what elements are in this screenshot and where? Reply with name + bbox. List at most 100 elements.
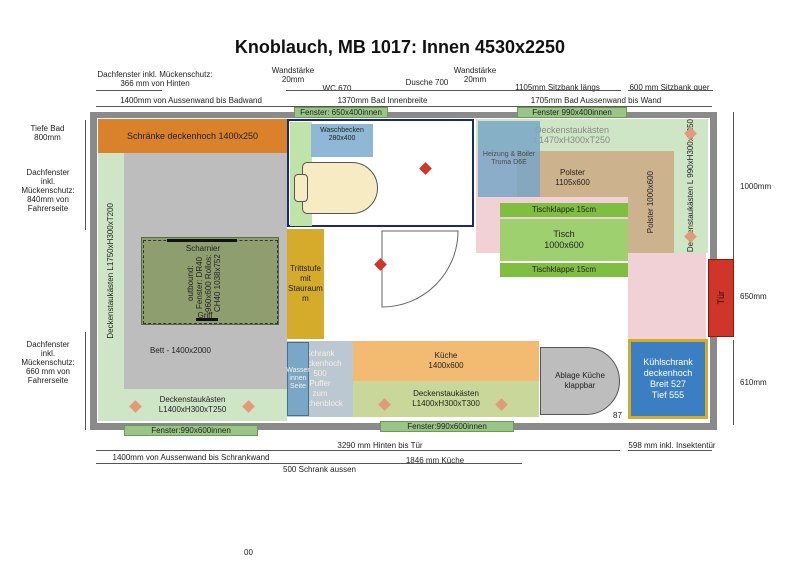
table: Tisch 1000x600 — [500, 219, 628, 261]
ceiling-cabinet-label: Deckenstaukästen — [534, 125, 610, 135]
shelf-label: Ablage Küche — [555, 371, 605, 380]
dim-schrank-aussen: 500 Schrank aussen — [283, 465, 356, 474]
dim-line — [733, 340, 734, 425]
kitchen-label: Küche — [434, 351, 458, 360]
dim-kueche: 1846 mm Küche — [405, 456, 465, 465]
toilet — [302, 162, 378, 214]
dim-text: 800mm — [34, 133, 61, 142]
dim-610: 610mm — [740, 378, 767, 387]
cabinet-label: Schrank — [305, 349, 335, 358]
dim-insektentuer: 598 mm inkl. Insektentür — [628, 441, 716, 450]
dim-text: inkl. — [40, 177, 56, 186]
fridge: Kühlschrank deckenhoch Breit 527 Tief 55… — [628, 339, 708, 419]
dim-line — [96, 90, 162, 91]
cabinet-label: Küchenblock — [297, 399, 343, 408]
dim-line — [352, 463, 522, 464]
window-bottom-left: Fenster:990x600innen — [124, 425, 258, 436]
cabinet-ceiling-high: Schränke deckenhoch 1400x250 — [98, 119, 287, 153]
dim-text: 20mm — [281, 75, 305, 84]
dim-bad-aussenwand-wand: 1705mm Bad Aussenwand bis Wand — [530, 96, 662, 105]
dim-dachfenster-fahrer: Dachfenster inkl. Mückenschutz: 840mm vo… — [18, 168, 78, 213]
ceiling-cabinet-corner — [628, 119, 674, 151]
ceiling-cabinet-size: L1400xH300xT250 — [158, 405, 227, 414]
dim-650: 650mm — [740, 292, 767, 301]
heater-model: Truma D6E — [491, 159, 527, 166]
table-label: Tisch — [553, 229, 575, 239]
cabinet-label: 500 — [313, 369, 327, 378]
handle-bar — [196, 318, 218, 321]
cushion-cross-label: Polster 1000x600 — [646, 170, 655, 234]
dim-line — [628, 90, 713, 91]
window-bottom-mid: Fenster:990x600innen — [380, 421, 514, 432]
outbound-spec: outbound: Fenster: DR40 960x600 Rollos: … — [184, 252, 232, 314]
ceiling-cabinet-left: Deckenstaukästen L1750xH300xT200 — [98, 153, 124, 389]
dim-sitzbank-laengs: 1105mm Sitzbank längs — [515, 83, 600, 92]
dim-line — [85, 332, 86, 430]
toilet-tank — [294, 174, 308, 202]
ceiling-cabinet-bottom-mid: Deckenstaukästen L1400xH300xT300 — [353, 381, 539, 417]
dim-wandstaerke-2: Wandstärke 20mm — [450, 66, 500, 84]
ceiling-cabinet-size: L1400xH300xT300 — [412, 399, 480, 408]
dim-text: Fahrerseite — [27, 376, 69, 385]
dim-dusche: Dusche 700 — [405, 78, 449, 87]
dim-text: Dachfenster inkl. Mückenschutz: — [97, 70, 213, 79]
cabinet-label: Puffer — [309, 379, 331, 388]
step-storage: Trittstufe mit Stauraum m — [287, 229, 324, 339]
cushion-label: Polster — [560, 168, 585, 177]
wash-basin-label: Waschbecken — [320, 127, 364, 134]
page-title: Knoblauch, MB 1017: Innen 4530x2250 — [234, 37, 566, 57]
dim-dachfenster-660: Dachfenster inkl. Mückenschutz: 660 mm v… — [18, 340, 78, 385]
dim-text: Mückenschutz: — [21, 358, 75, 367]
entry-door-label: Tür — [716, 291, 726, 305]
dim-line — [85, 120, 86, 230]
dim-aussenwand-badwand: 1400mm von Aussenwand bis Badwand — [120, 96, 262, 105]
dim-text: Wandstärke — [271, 66, 315, 75]
dim-text: Dachfenster — [26, 340, 70, 349]
dim-text: inkl. — [40, 349, 56, 358]
dim-line — [96, 463, 286, 464]
kitchen: Küche 1400x600 — [353, 341, 539, 381]
water-label: Wasser — [286, 367, 310, 374]
dim-text: 840mm von — [27, 195, 69, 204]
handle-label: Griff — [197, 311, 213, 320]
dim-dachfenster-hinten: Dachfenster inkl. Mückenschutz: 366 mm v… — [95, 70, 215, 88]
fridge-label: Kühlschrank — [643, 357, 693, 367]
table-flap-top: Tischklappe 15cm — [500, 203, 628, 217]
water-label: innen — [289, 375, 307, 382]
dim-bad-innenbreite: 1370mm Bad Innenbreite — [337, 96, 428, 105]
kitchen-shelf-foldable: Ablage Küche klappbar — [540, 347, 620, 415]
hinge-label: Scharnier — [185, 244, 221, 253]
dim-line — [733, 112, 734, 262]
dim-line — [476, 90, 621, 91]
cabinet-label: deckenhoch — [298, 359, 342, 368]
window-top-right: Fenster 990x400innen — [517, 107, 627, 118]
dim-wandstaerke-1: Wandstärke 20mm — [268, 66, 318, 84]
wash-basin-size: 280x400 — [328, 135, 356, 142]
step-label: mit — [300, 274, 311, 283]
cabinet-label: zum — [312, 389, 328, 398]
table-size: 1000x600 — [544, 240, 584, 250]
step-label: Stauraum — [288, 284, 323, 293]
ceiling-cabinet-label: Deckenstaukästen — [159, 395, 226, 404]
step-label: Trittstufe — [290, 264, 321, 273]
dim-87: 87 — [613, 411, 622, 420]
dim-line — [286, 463, 352, 464]
ceiling-cabinet-bottom-left: Deckenstaukästen L1400xH300xT250 — [98, 389, 287, 421]
cushion-cross: Polster 1000x600 — [628, 151, 674, 253]
dim-text: Dachfenster — [26, 168, 70, 177]
water-label: Seite — [290, 383, 306, 390]
heater-boiler: Heizung & Boiler Truma D6E — [478, 121, 540, 197]
water-tank: Wasser innen Seite — [286, 342, 310, 416]
dim-line — [96, 450, 620, 451]
window-top-left: Fenster: 650x400innen — [294, 107, 388, 118]
hinge-bar — [167, 239, 237, 242]
step-label: m — [302, 294, 309, 303]
dim-text: Fahrerseite — [27, 204, 69, 213]
bed-label: Bett - 1400x2000 — [150, 346, 211, 355]
dim-1000: 1000mm — [740, 182, 772, 191]
entry-door: Tür — [708, 259, 734, 337]
dim-line — [628, 450, 712, 451]
dim-tiefe-bad: Tiefe Bad 800mm — [20, 124, 75, 142]
dim-aussenwand-schrank: 1400mm von Aussenwand bis Schrankwand — [112, 453, 270, 462]
entry-area — [628, 253, 706, 339]
